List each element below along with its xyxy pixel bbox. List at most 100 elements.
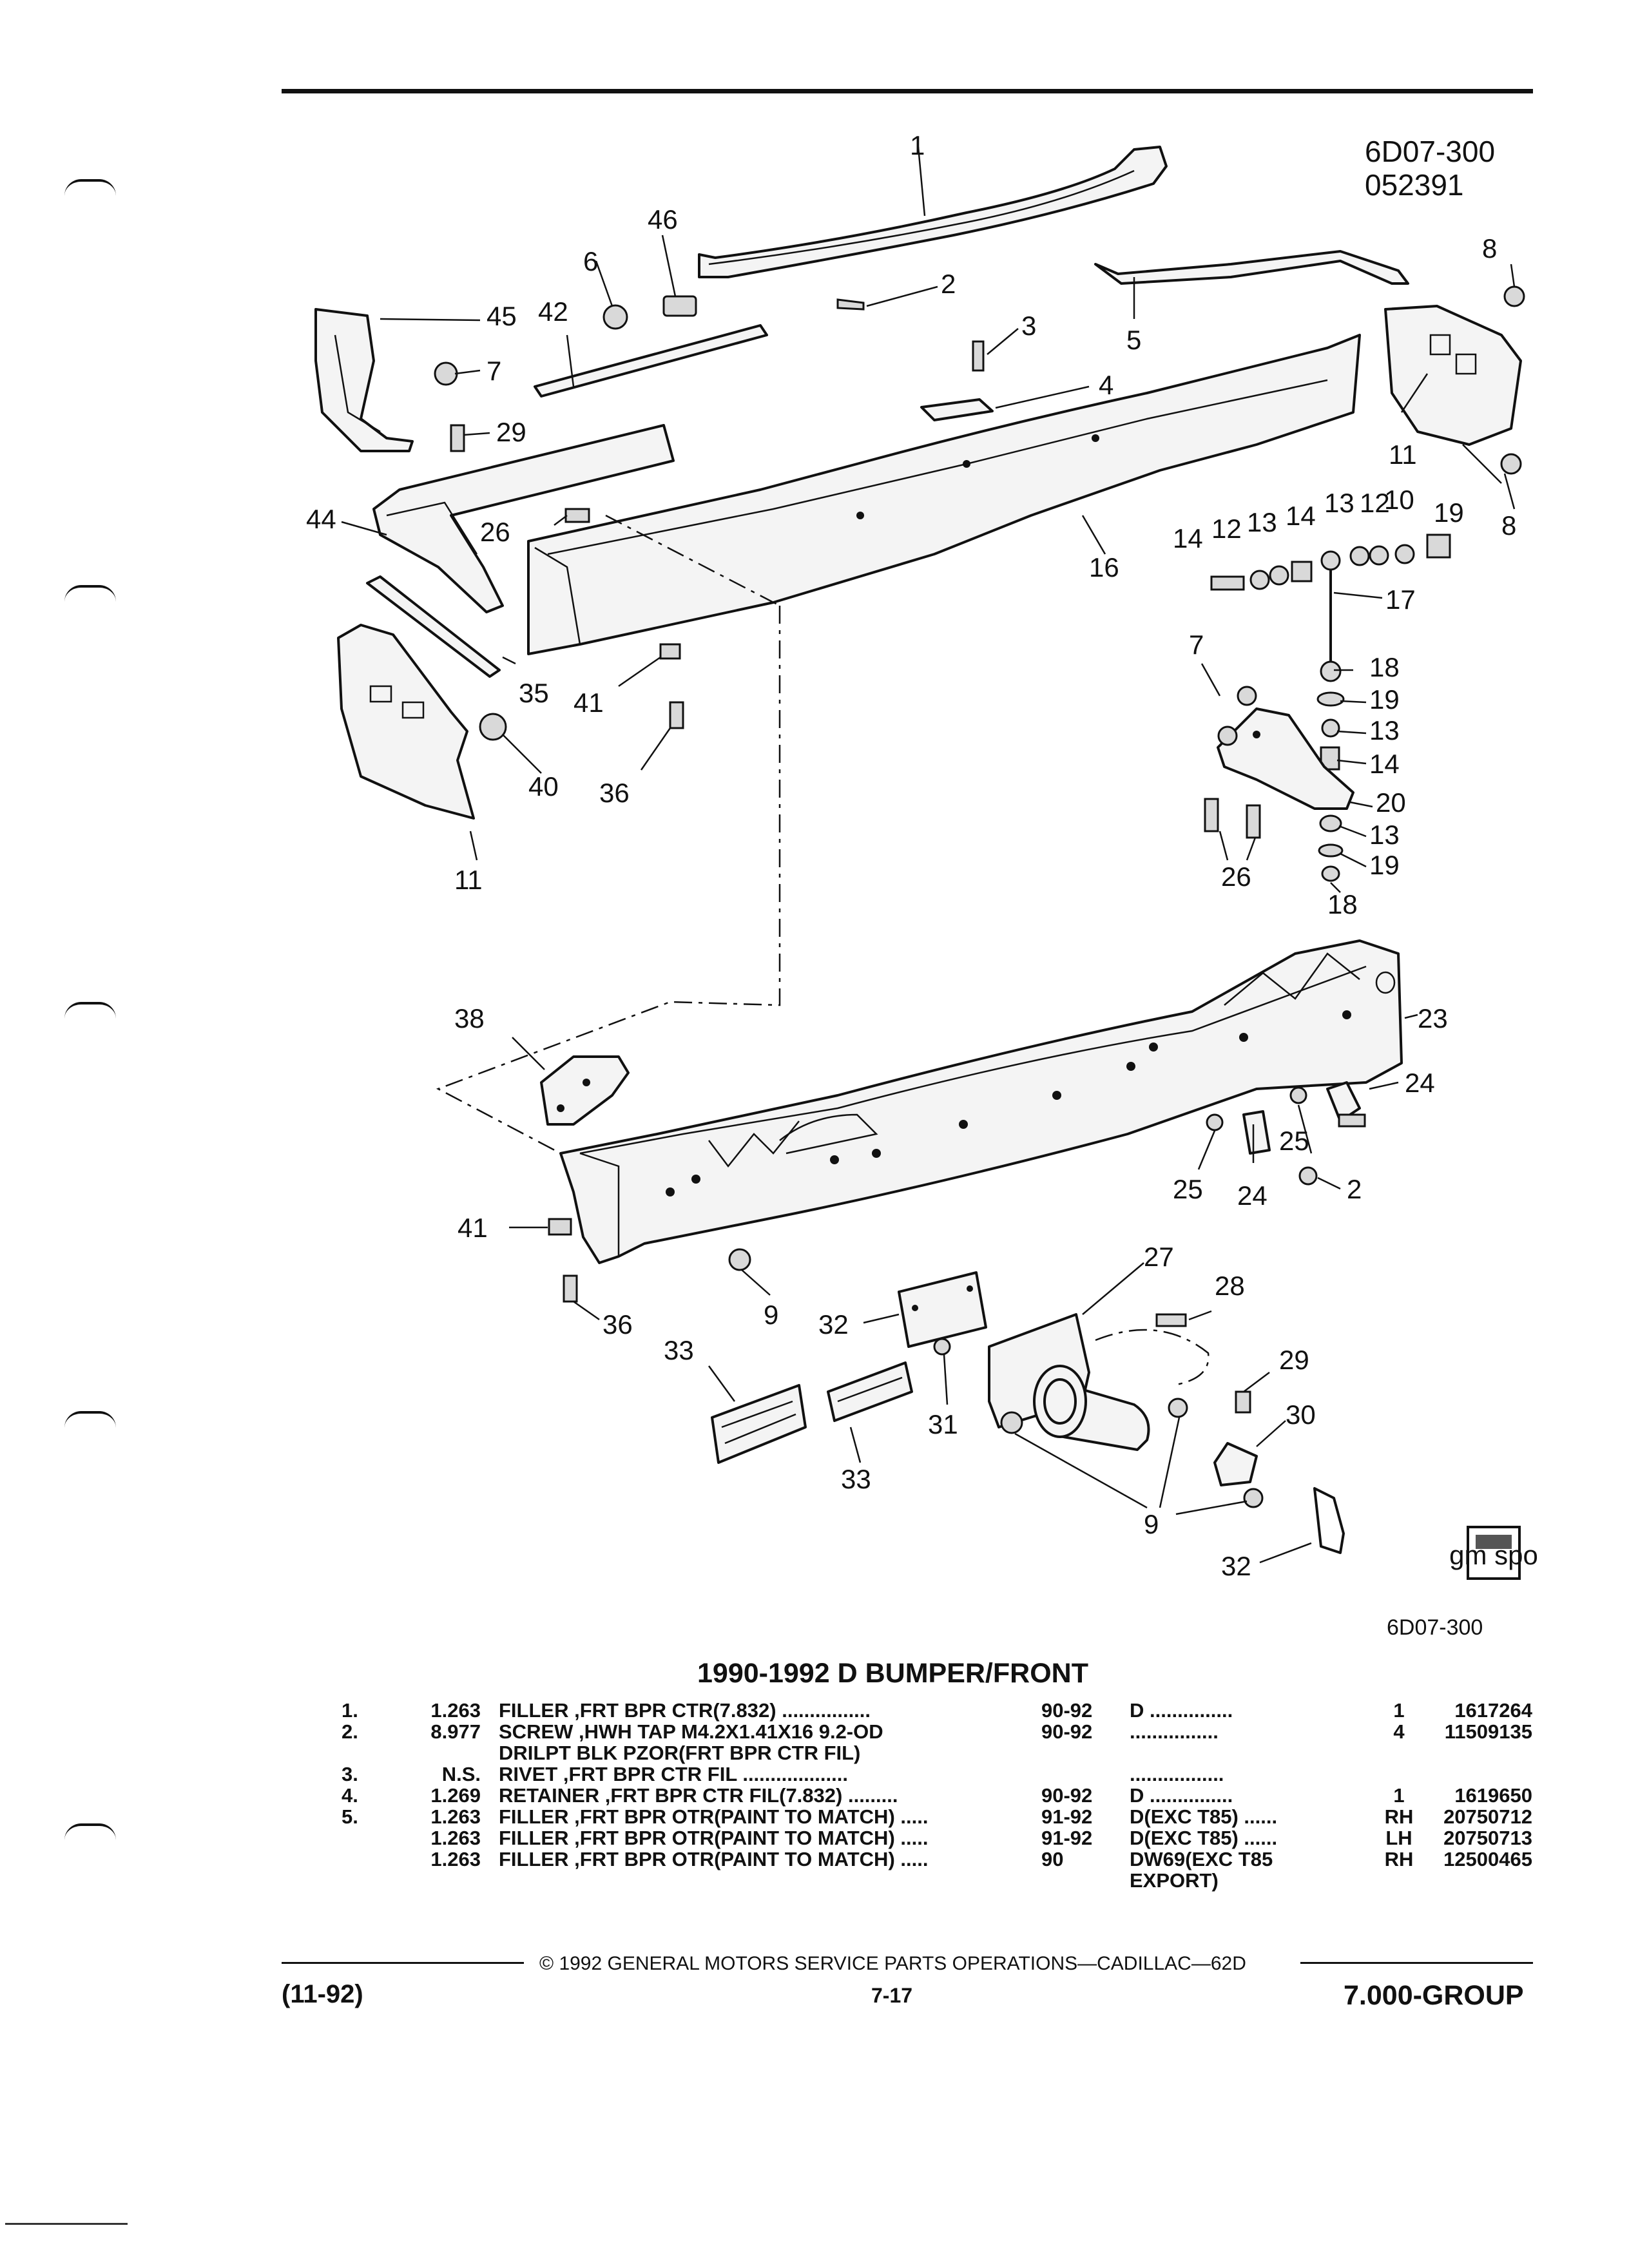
- callout-16: 16: [1089, 552, 1119, 582]
- part-nut-13: [1269, 565, 1289, 586]
- qty: 1.263: [430, 1848, 481, 1870]
- part-number: 11509135: [1444, 1720, 1532, 1743]
- svg-text:gm spo: gm spo: [1449, 1540, 1538, 1570]
- year: 90-92: [1041, 1699, 1093, 1722]
- footer-copyright: © 1992 GENERAL MOTORS SERVICE PARTS OPER…: [539, 1953, 1246, 1974]
- qty: 1.263: [430, 1827, 481, 1849]
- part-plate-34: [898, 1271, 987, 1348]
- callout-25-b: 25: [1173, 1174, 1203, 1204]
- callout-31: 32: [1221, 1551, 1251, 1581]
- part-number: 1617264: [1454, 1699, 1532, 1722]
- callout-41-lower: 41: [458, 1213, 488, 1243]
- callout-13d: 13: [1369, 820, 1400, 850]
- part-center-filler: [698, 146, 1168, 278]
- series: ................: [1130, 1720, 1219, 1743]
- margin-mark: [64, 179, 116, 196]
- callout-12b: 12: [1360, 488, 1390, 518]
- callout-45: 45: [487, 301, 517, 331]
- part-bracket-33-large: [711, 1384, 807, 1464]
- callout-35: 35: [519, 678, 549, 708]
- description: FILLER ,FRT BPR OTR(PAINT TO MATCH) ....…: [499, 1827, 929, 1849]
- callout-2-lower: 2: [1347, 1174, 1362, 1204]
- callout-1: 1: [910, 130, 925, 160]
- description: SCREW ,HWH TAP M4.2X1.41X16 9.2-OD: [499, 1720, 883, 1743]
- series: DW69(EXC T85: [1130, 1848, 1273, 1870]
- part-retainer-4: [920, 398, 994, 421]
- callout-29-lower: 29: [1279, 1345, 1309, 1375]
- qty: 1.269: [430, 1784, 481, 1807]
- description: DRILPT BLK PZOR(FRT BPR CTR FIL): [499, 1742, 861, 1764]
- callout-34: 32: [818, 1309, 849, 1340]
- part-molding-44: [372, 424, 675, 613]
- description: FILLER ,FRT BPR OTR(PAINT TO MATCH) ....…: [499, 1848, 929, 1870]
- callout-7: 7: [487, 356, 501, 386]
- part-rivet-3: [972, 340, 985, 372]
- part-bolt-26-a: [1204, 798, 1219, 832]
- part-bolt-29-lower: [1235, 1390, 1251, 1414]
- part-clip-41-lower: [548, 1218, 572, 1236]
- callout-23: 23: [1418, 1003, 1448, 1033]
- ref-code: 6D07-300: [1365, 135, 1496, 168]
- margin-mark: [64, 1002, 116, 1019]
- footer-date-code: (11-92): [282, 1980, 363, 2008]
- callout-18: 18: [1369, 652, 1400, 682]
- ref-date: 052391: [1365, 168, 1464, 202]
- footer-group: 7.000-GROUP: [1344, 1980, 1524, 2011]
- part-washer-12: [1249, 570, 1270, 590]
- qty: 8.977: [430, 1720, 481, 1743]
- callout-18b: 18: [1327, 889, 1358, 919]
- part-nut-6: [602, 304, 628, 330]
- part-clip-20: [1426, 533, 1451, 559]
- callout-44: 44: [306, 504, 336, 534]
- series: D(EXC T85) ......: [1130, 1805, 1278, 1828]
- callout-28: 28: [1215, 1271, 1245, 1301]
- part-nut-9-a: [728, 1248, 751, 1271]
- callout-36-upper: 36: [599, 778, 630, 808]
- part-strip-42: [534, 324, 768, 398]
- callout-9-a: 9: [764, 1300, 778, 1330]
- part-nut-13b: [1349, 546, 1370, 566]
- item-no: 5.: [342, 1805, 358, 1828]
- margin-rule: [5, 2223, 128, 2225]
- part-nut-25-b: [1206, 1113, 1224, 1131]
- description: FILLER ,FRT BPR CTR(7.832) .............…: [499, 1699, 871, 1722]
- callout-40: 40: [528, 771, 559, 802]
- part-bolt-26-top: [564, 508, 590, 523]
- callout-3: 3: [1021, 311, 1036, 341]
- part-nut-32: [933, 1338, 951, 1356]
- part-bolt-36-upper: [669, 701, 684, 729]
- qty: 1.263: [430, 1805, 481, 1828]
- callout-13c: 13: [1369, 715, 1400, 745]
- callout-9-b: 9: [1144, 1509, 1159, 1539]
- part-bolt-26-b: [1246, 804, 1261, 839]
- part-bolt-28: [1155, 1313, 1187, 1327]
- callout-38: 38: [454, 1003, 485, 1033]
- bumper-exploded-diagram: gm spo: [306, 130, 1538, 1581]
- year: 90-92: [1041, 1720, 1093, 1743]
- year: 91-92: [1041, 1827, 1093, 1849]
- part-nut-9-d: [1243, 1488, 1264, 1508]
- callout-13: 13: [1247, 507, 1277, 537]
- part-strip-35: [366, 575, 501, 678]
- callout-8-lower: 8: [1501, 510, 1516, 541]
- part-bracket-33-small: [827, 1361, 913, 1422]
- part-nut-40: [479, 713, 507, 741]
- callout-22: 20: [1376, 787, 1406, 818]
- callout-11-right: 11: [1389, 439, 1417, 470]
- callout-10: 10: [1384, 485, 1414, 515]
- callout-33-small: 33: [841, 1464, 871, 1494]
- series: D ...............: [1130, 1699, 1233, 1722]
- description: RIVET ,FRT BPR CTR FIL .................…: [499, 1763, 848, 1785]
- part-screw-2: [836, 298, 865, 311]
- part-spacer-14: [1291, 561, 1313, 582]
- side: LH: [1385, 1827, 1412, 1849]
- side: 4: [1393, 1720, 1405, 1743]
- callout-4: 4: [1099, 370, 1113, 400]
- callout-14: 14: [1286, 501, 1316, 531]
- part-end-cap-11-left: [337, 624, 475, 820]
- callout-13b: 13: [1324, 488, 1354, 518]
- part-nut-9-b: [1000, 1411, 1023, 1434]
- callout-6: 6: [583, 246, 598, 276]
- callout-42: 42: [538, 296, 568, 327]
- qty: 1.263: [430, 1699, 481, 1722]
